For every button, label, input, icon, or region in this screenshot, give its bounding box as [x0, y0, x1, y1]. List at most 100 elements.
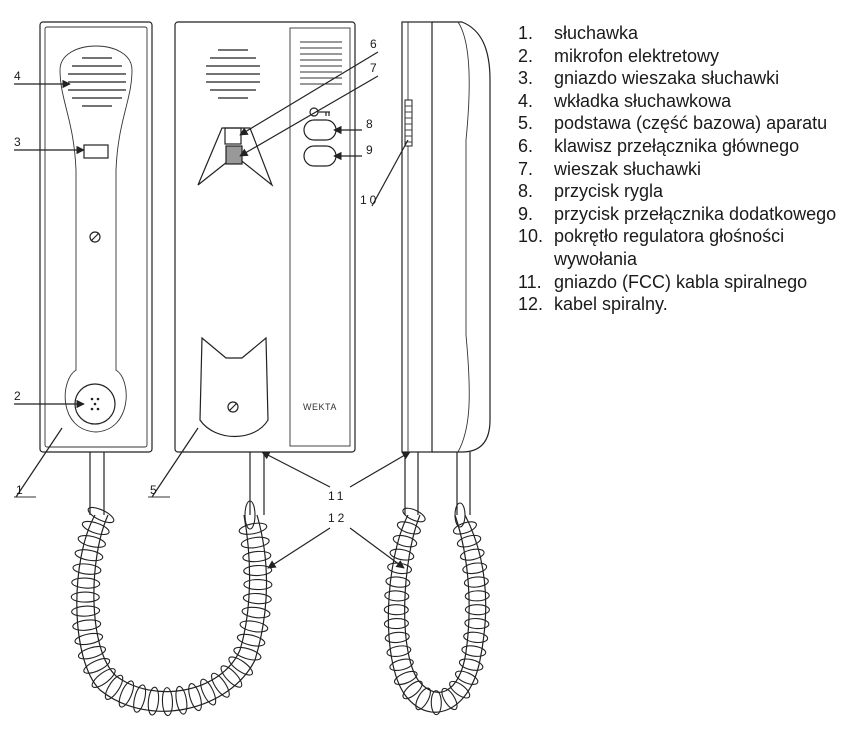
legend-item-number: 8. [518, 181, 534, 202]
legend-item: 11.gniazdo (FCC) kabla spiralnego [518, 271, 838, 294]
screw-icon [227, 401, 239, 413]
coil-winding [77, 535, 106, 548]
callout-12: 12 [328, 511, 347, 525]
callout-numbers: 4 3 2 1 5 6 7 8 9 10 11 12 [14, 37, 379, 525]
legend-item-text: przycisk rygla [554, 181, 664, 202]
legend-item-text: wieszak słuchawki [554, 158, 702, 179]
coil-winding [72, 619, 102, 631]
coil-winding [104, 674, 124, 700]
legend-item-text: gniazdo wieszaka słuchawki [554, 68, 780, 89]
coil-winding [81, 520, 110, 536]
legend-item: 8. przycisk rygla [518, 180, 838, 203]
legend-item: 12.kabel spiralny. [518, 293, 838, 316]
coiled-cable-left [76, 452, 268, 712]
coil-winding [384, 631, 410, 644]
coil-winding [459, 548, 485, 561]
legend-item-number: 11. [518, 271, 542, 292]
coil-winding [243, 564, 273, 577]
coil-winding [70, 591, 100, 603]
legend-item: 3.gniazdo wieszaka słuchawki [518, 67, 838, 90]
volume-knob[interactable] [404, 99, 413, 147]
coil-winding [463, 631, 489, 644]
side-grille [300, 41, 342, 85]
legend-item-text: klawisz przełącznika głównego [554, 135, 800, 156]
coil-winding [77, 645, 107, 660]
coil-winding [188, 683, 202, 712]
legend-item: 6. klawisz przełącznika głównego [518, 135, 838, 158]
brand-label: WEKTA [303, 402, 337, 412]
legend-item: 4.wkładka słuchawkowa [518, 90, 838, 113]
coil-winding [241, 606, 271, 619]
coil-winding [242, 550, 272, 563]
legend-item-number: 12. [518, 294, 544, 315]
lock-button[interactable] [303, 119, 337, 141]
legend-item-text: wkładka słuchawkowa [554, 90, 732, 111]
coil-winding [71, 577, 101, 589]
coil-winding [389, 658, 414, 671]
coil-winding [243, 579, 273, 591]
coil-winding [242, 592, 272, 605]
legend-item-text: podstawa (część bazowa) aparatu [554, 113, 828, 134]
coil-winding [392, 534, 418, 548]
handset-front-view [39, 21, 153, 453]
legend-item: 5.podstawa (część bazowa) aparatu [518, 112, 838, 135]
coil-windings [70, 500, 490, 717]
coil-winding [87, 506, 115, 524]
leader-lines [14, 51, 411, 569]
coil-winding [211, 672, 230, 698]
callout-2: 2 [14, 389, 21, 403]
coil-winding [430, 690, 442, 716]
coil-winding [239, 620, 269, 633]
coil-winding [449, 680, 471, 699]
base-unit-front-view: WEKTA [174, 21, 356, 453]
coil-winding [454, 502, 466, 528]
hook [225, 145, 243, 165]
legend-item: 7. wieszak słuchawki [518, 158, 838, 181]
callout-1: 1 [16, 483, 23, 497]
speaker-grille [206, 49, 260, 99]
coil-winding [383, 604, 409, 616]
coil-winding [244, 500, 256, 530]
legend-item-number: 9. [518, 203, 534, 224]
legend-item-number: 7. [518, 158, 534, 179]
coil-winding [396, 521, 421, 535]
coil-winding [72, 563, 102, 575]
coil-winding [161, 687, 174, 717]
coil-winding [461, 645, 487, 657]
main-switch-key [224, 127, 242, 145]
coil-winding [463, 576, 489, 588]
extra-switch-button[interactable] [303, 145, 337, 167]
screw-icon [89, 231, 101, 243]
legend-item-text: pokrętło regulatora głośności wywołania [554, 226, 785, 269]
coil-winding [402, 680, 423, 700]
coil-winding [228, 656, 253, 676]
coil-winding [240, 536, 270, 549]
coil-winding [464, 590, 490, 602]
coil-winding [386, 645, 412, 658]
callout-4: 4 [14, 69, 21, 83]
coil-winding [383, 618, 409, 630]
key-icon [309, 107, 330, 117]
coil-winding [74, 632, 104, 646]
coil-winding [464, 617, 490, 630]
lower-cradle [199, 336, 269, 438]
coil-winding [133, 684, 147, 713]
earpiece-grille [68, 57, 126, 107]
callout-10: 10 [360, 193, 379, 207]
coil-winding [415, 687, 431, 711]
coil-winding [118, 680, 135, 708]
coil-winding [462, 562, 488, 575]
legend-item: 9.przycisk przełącznika dodatkowego [518, 203, 838, 226]
coil-winding [441, 687, 458, 711]
callout-6: 6 [370, 37, 377, 51]
callout-9: 9 [366, 143, 373, 157]
coil-winding [402, 507, 426, 523]
legend-item-number: 10. [518, 226, 544, 247]
legend-item-number: 6. [518, 135, 534, 156]
coiled-cable-right [387, 452, 487, 713]
legend-item: 1.słuchawka [518, 22, 838, 45]
coil-winding [83, 657, 111, 674]
coil-winding [147, 686, 160, 716]
